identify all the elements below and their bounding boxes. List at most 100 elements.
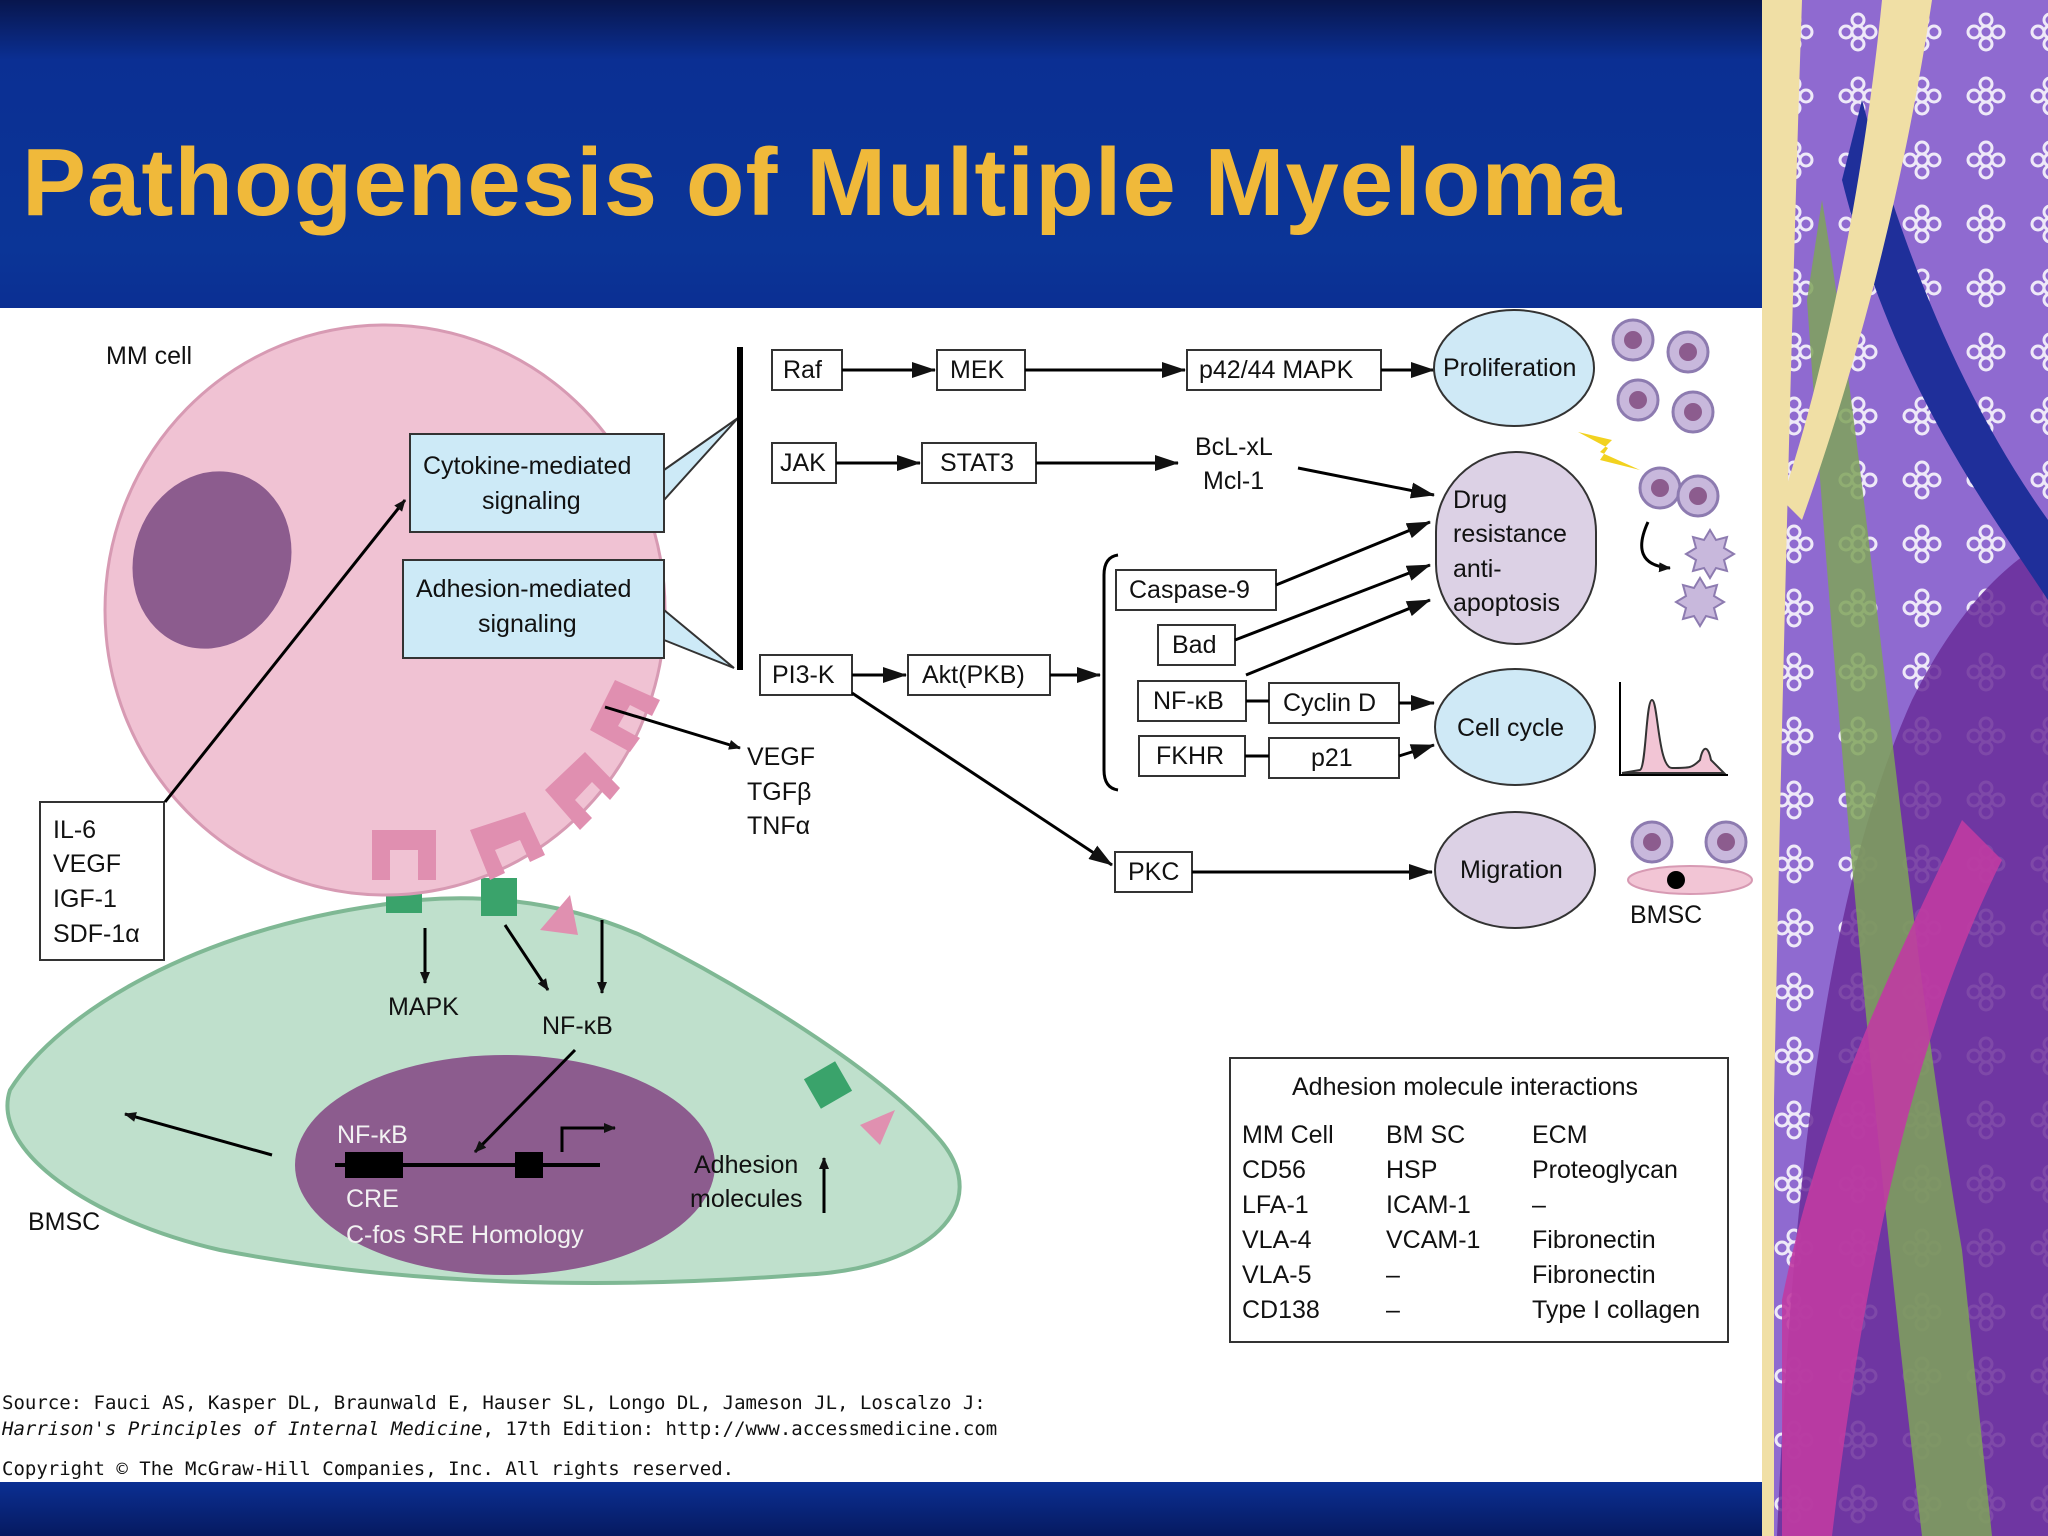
bmsc-receptor [860,1110,895,1145]
mm-nucleus [132,471,292,649]
cytokine-line-2: signaling [482,487,581,515]
caspase9-box [1115,569,1277,611]
p21-box [1268,737,1400,779]
stat3-box [921,442,1037,484]
table-cell: VLA-4 [1242,1226,1312,1254]
mm-receptor [545,752,620,830]
decorative-panel [1762,0,2048,1536]
bcl-label: BcL-xL [1195,433,1273,461]
cre-site [515,1152,543,1178]
table-cell: Proteoglycan [1532,1156,1678,1184]
cytokine-callout-tail [663,417,739,503]
bad-label: Bad [1172,631,1216,659]
nfkb-label: NF-κB [1153,687,1224,715]
akt-box [907,654,1051,696]
arrow [473,1048,577,1154]
p4244-box [1186,349,1382,391]
secreted-vegf: VEGF [747,743,815,771]
deco-ribbon-blue [1842,100,2048,600]
nfkb-nuclear-label: NF-κB [337,1121,408,1149]
transcription-arrow [560,1123,616,1152]
source-line-2-rest: , 17th Edition: http://www.accessmedicin… [482,1418,998,1440]
curved-arrow [1640,521,1671,573]
adhesion-line-1: Adhesion-mediated [416,575,631,603]
arrow [503,924,550,991]
bmsc-right-label: BMSC [1630,901,1702,929]
adhesion-table [1229,1057,1729,1343]
nfkb-box [1137,680,1247,722]
factor-il6: IL-6 [53,816,96,844]
table-cell: VLA-5 [1242,1261,1311,1289]
deco-ribbon-cream-2 [1782,0,1932,520]
footer-bar [0,1482,1762,1536]
table-header: MM Cell [1242,1121,1334,1149]
table-header: BM SC [1386,1121,1465,1149]
table-cell: CD138 [1242,1296,1320,1324]
cre-label: CRE [346,1185,399,1213]
mm-cell-label: MM cell [106,342,192,370]
bmsc-receptor [803,1061,853,1109]
stat3-label: STAT3 [940,449,1014,477]
table-cell: – [1386,1261,1400,1289]
raf-box [771,349,843,391]
source-line-2: Harrison's Principles of Internal Medici… [2,1418,997,1440]
migration-cells [1627,820,1753,895]
arrow [851,691,1113,867]
arrow [1245,598,1431,677]
arrow [604,705,741,750]
adhesion-table-body: MM Cell BM SC ECM CD56 HSP Proteoglycan … [1242,1121,1700,1324]
arrow [1275,520,1431,587]
arrow [1398,743,1435,760]
table-cell: Type I collagen [1532,1296,1700,1324]
fkhr-box [1138,735,1246,777]
table-cell: – [1532,1191,1546,1219]
pkc-box [1114,851,1193,893]
table-cell: VCAM-1 [1386,1226,1480,1254]
factor-igf1: IGF-1 [53,885,117,913]
cfos-label: C-fos SRE Homology [346,1221,584,1249]
bmsc-receptor [540,895,578,935]
p21-label: p21 [1311,744,1353,772]
pi3k-label: PI3-K [772,661,835,689]
mm-receptor [372,830,436,880]
cytokine-line-1: Cytokine-mediated [423,452,631,480]
arrow [1297,466,1435,499]
factor-sdf1a: SDF-1α [53,920,140,948]
title-bar: Pathogenesis of Multiple Myeloma [0,0,1762,308]
jak-label: JAK [780,449,826,477]
caspase9-label: Caspase-9 [1129,576,1250,604]
table-cell: – [1386,1296,1400,1324]
secreted-tnfa: TNFα [747,812,810,840]
bad-box [1157,624,1236,666]
drug-cells [1638,466,1720,518]
table-cell: LFA-1 [1242,1191,1309,1219]
adhesion-line-2: signaling [478,610,577,638]
table-cell: ICAM-1 [1386,1191,1471,1219]
deco-ribbon-green [1807,200,1992,1536]
drug-line-1: Drug [1453,486,1507,514]
cytokine-callout [409,433,665,533]
cyclind-box [1268,682,1400,724]
p4244-label: p42/44 MAPK [1199,356,1354,384]
bmsc-label: BMSC [28,1208,100,1236]
mm-receptor [590,680,660,752]
factors-box [39,801,165,961]
pathogenesis-diagram: MM cell BMSC MAPK NF-κB NF-κB CRE C-fos … [0,308,1762,1482]
arrow [124,1112,273,1157]
deco-ribbon-magenta [1782,820,2002,1536]
fkhr-label: FKHR [1156,742,1224,770]
slide-title: Pathogenesis of Multiple Myeloma [22,129,1623,236]
cyclind-label: Cyclin D [1283,689,1376,717]
proliferation-label: Proliferation [1443,354,1576,382]
mcl-label: Mcl-1 [1203,467,1264,495]
source-line-1: Source: Fauci AS, Kasper DL, Braunwald E… [2,1392,986,1414]
drug-line-2: resistance [1453,520,1567,548]
table-cell: Fibronectin [1532,1261,1656,1289]
adhesion-molecules-label-1: Adhesion [694,1151,798,1179]
deco-ribbon-cream [1762,0,1802,1536]
arrow [1234,563,1431,642]
mm-receptor [470,812,545,880]
bmsc-receptor [481,878,517,916]
adhesion-molecules-label-2: molecules [690,1185,803,1213]
raf-label: Raf [783,356,822,384]
